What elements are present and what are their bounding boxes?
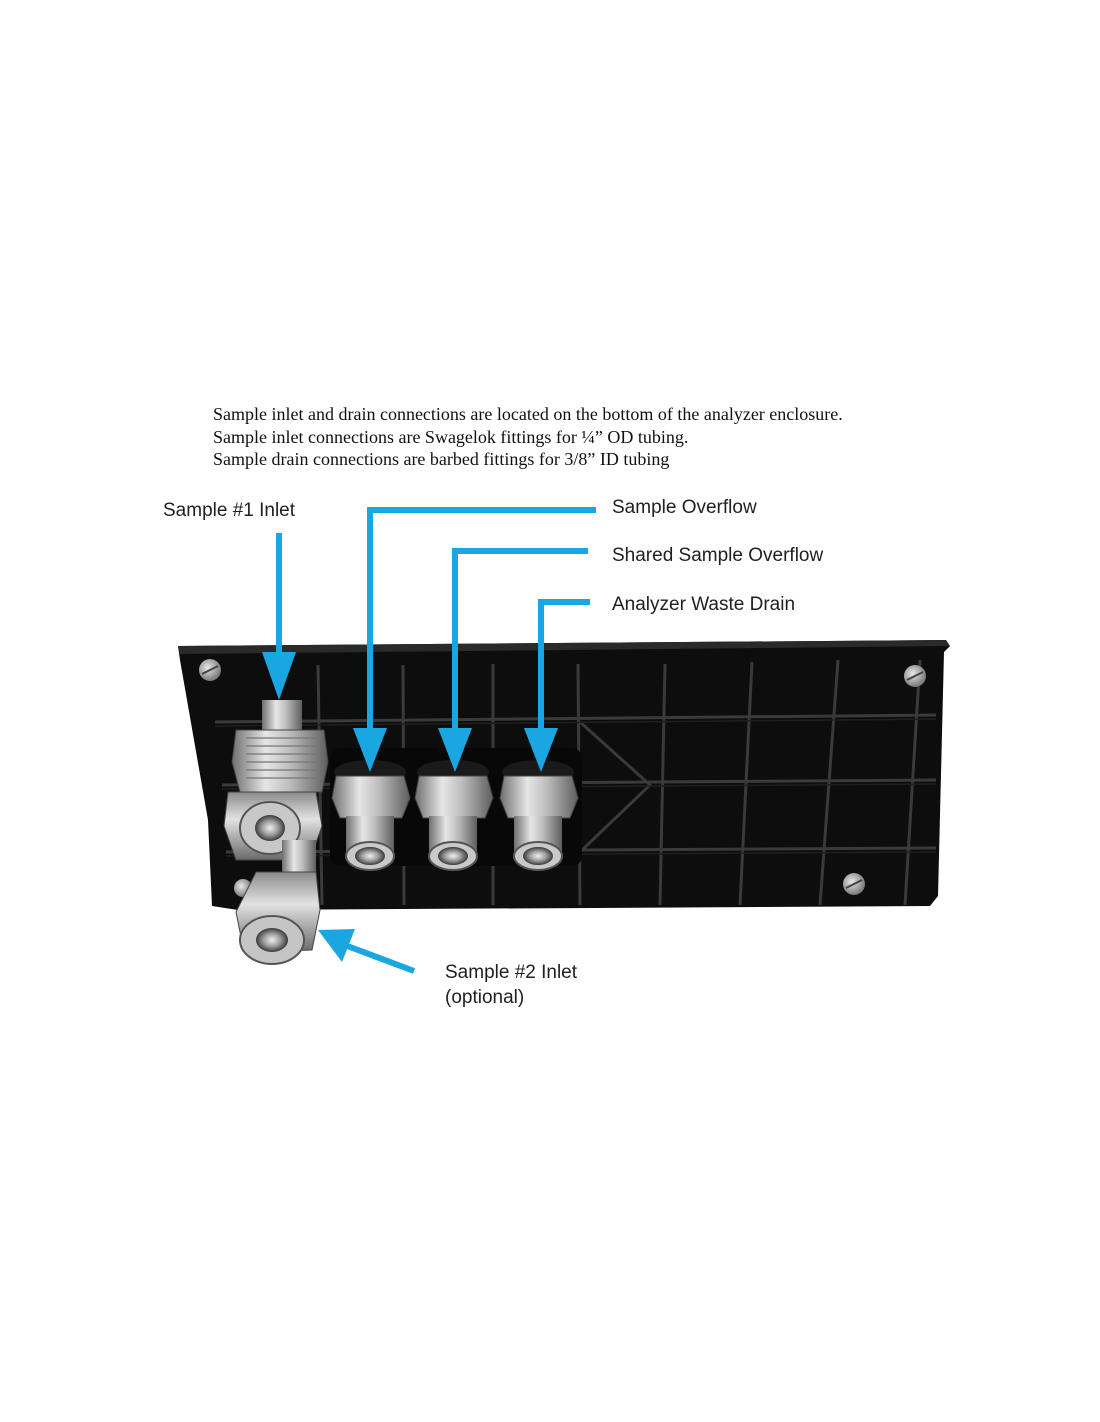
analyzer-waste-drain-label: Analyzer Waste Drain — [612, 594, 795, 615]
intro-line-2: Sample inlet connections are Swagelok fi… — [213, 426, 689, 447]
sample-overflow-barbed-fitting — [331, 760, 411, 871]
sample-overflow-arrow-icon — [367, 507, 596, 730]
sample2-inlet-optional-label: (optional) — [445, 987, 524, 1008]
arrowhead-icon — [524, 728, 558, 772]
panel-screws — [199, 659, 926, 897]
sample1-swagelok-fitting — [223, 700, 329, 861]
shared-sample-overflow-label: Shared Sample Overflow — [612, 545, 823, 566]
arrowhead-icon — [438, 728, 472, 772]
analyzer-waste-drain-barbed-fitting — [499, 760, 579, 871]
arrowhead-icon — [353, 728, 387, 772]
waste-drain-arrow-icon — [538, 599, 590, 730]
intro-text: Sample inlet and drain connections are l… — [213, 403, 973, 471]
shared-sample-overflow-barbed-fitting — [414, 760, 494, 871]
intro-line-1: Sample inlet and drain connections are l… — [213, 404, 843, 424]
sample-overflow-label: Sample Overflow — [612, 497, 757, 518]
shared-overflow-arrow-icon — [452, 548, 588, 730]
sample2-swagelok-fitting — [235, 840, 321, 965]
sample2-inlet-arrow-icon — [340, 941, 416, 974]
arrowhead-icon — [318, 929, 355, 962]
sample1-inlet-label: Sample #1 Inlet — [163, 500, 296, 521]
arrowhead-icon — [262, 652, 296, 700]
intro-line-3: Sample drain connections are barbed fitt… — [213, 449, 670, 469]
sample2-inlet-label: Sample #2 Inlet — [445, 962, 578, 983]
